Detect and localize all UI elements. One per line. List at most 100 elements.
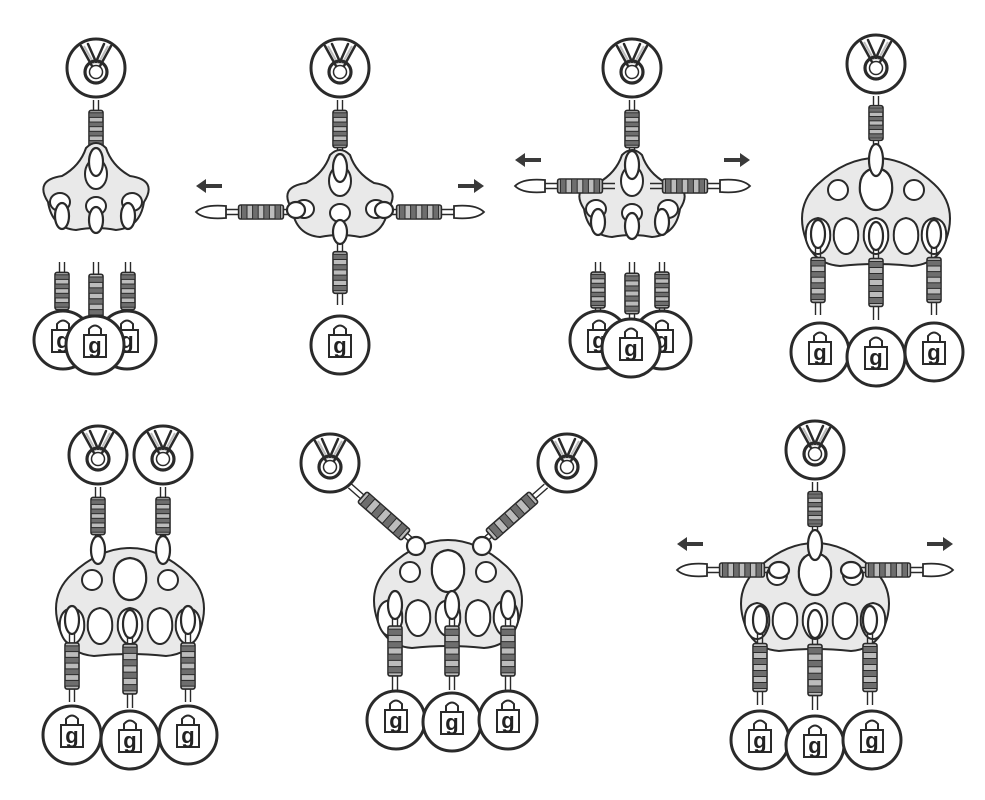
sling-connector bbox=[384, 204, 454, 220]
weight-icon: g bbox=[421, 691, 483, 753]
arrow-left-icon bbox=[196, 179, 222, 193]
carabiner-icon bbox=[179, 604, 197, 636]
sling-connector bbox=[807, 482, 823, 536]
sling-connector bbox=[752, 630, 768, 705]
large-rigging-plate bbox=[55, 546, 205, 658]
weight-label: g bbox=[65, 723, 78, 748]
sling-connector bbox=[155, 487, 171, 545]
weight-icon: g bbox=[845, 326, 907, 388]
carabiner-icon bbox=[443, 589, 461, 621]
sling-connector bbox=[180, 630, 196, 702]
sling-connector bbox=[226, 204, 296, 220]
weight-icon: g bbox=[784, 714, 846, 776]
side-pull-right bbox=[384, 179, 486, 220]
anchor-icon bbox=[65, 37, 127, 99]
arrow-left-icon bbox=[677, 537, 703, 551]
sling-connector bbox=[810, 245, 826, 315]
carabiner-icon bbox=[405, 535, 427, 557]
side-pull-right bbox=[650, 153, 752, 194]
carabiner-icon bbox=[867, 220, 885, 252]
weight-icon: g bbox=[41, 704, 103, 766]
sling-connector bbox=[545, 178, 615, 194]
carabiner-icon bbox=[471, 535, 493, 557]
anchor-icon bbox=[309, 37, 371, 99]
weight-label: g bbox=[869, 345, 882, 370]
sling-connector bbox=[853, 562, 923, 578]
weight-label: g bbox=[624, 336, 637, 361]
carabiner-icon bbox=[331, 152, 349, 184]
sling-connector bbox=[64, 630, 80, 702]
carabiner-icon bbox=[653, 207, 671, 237]
sling-connector bbox=[624, 100, 640, 158]
weight-icon: g bbox=[729, 709, 791, 771]
sling-connector bbox=[475, 483, 549, 549]
weight-icon: g bbox=[477, 689, 539, 751]
weight-label: g bbox=[88, 333, 101, 358]
anchor-icon bbox=[601, 37, 663, 99]
sling-connector bbox=[590, 262, 606, 318]
anchor-icon bbox=[784, 419, 846, 481]
carabiner-icon bbox=[87, 205, 105, 235]
sling-connector bbox=[868, 245, 884, 320]
weight-icon: g bbox=[903, 321, 965, 383]
carabiner-icon bbox=[154, 534, 172, 566]
weight-icon: g bbox=[309, 314, 371, 376]
carabiner-icon bbox=[119, 201, 137, 231]
carabiner-icon bbox=[331, 218, 349, 246]
side-pull-left bbox=[194, 179, 296, 220]
sling-connector bbox=[707, 562, 777, 578]
carabiner-icon bbox=[623, 149, 641, 181]
carabiner-icon bbox=[925, 218, 943, 250]
carabiner-icon bbox=[767, 560, 791, 580]
anchor-icon bbox=[299, 432, 361, 494]
carabiner-icon bbox=[386, 589, 404, 621]
carabiner-icon bbox=[839, 560, 863, 580]
weight-icon: g bbox=[789, 321, 851, 383]
weight-label: g bbox=[753, 728, 766, 753]
sling-connector bbox=[624, 262, 640, 325]
sling-connector bbox=[120, 262, 136, 320]
sling-connector bbox=[926, 245, 942, 315]
weight-icon: g bbox=[157, 704, 219, 766]
carabiner-icon bbox=[623, 211, 641, 241]
weight-label: g bbox=[501, 708, 514, 733]
sling-connector bbox=[862, 630, 878, 705]
carabiner-icon bbox=[809, 218, 827, 250]
weight-label: g bbox=[927, 340, 940, 365]
weight-icon: g bbox=[600, 317, 662, 379]
side-pull-left bbox=[513, 153, 615, 194]
sling-connector bbox=[868, 96, 884, 150]
arrow-right-icon bbox=[724, 153, 750, 167]
weight-label: g bbox=[181, 723, 194, 748]
sling-connector bbox=[122, 630, 138, 708]
weight-label: g bbox=[123, 728, 136, 753]
carabiner-icon bbox=[867, 142, 885, 178]
sling-connector bbox=[650, 178, 720, 194]
anchor-icon bbox=[536, 432, 598, 494]
weight-label: g bbox=[389, 708, 402, 733]
small-plate-single-weight-side-pull: g bbox=[194, 37, 486, 376]
weight-label: g bbox=[445, 710, 458, 735]
side-pull-right bbox=[853, 537, 955, 578]
sling-connector bbox=[332, 100, 348, 158]
anchor-icon bbox=[845, 33, 907, 95]
weight-icon: g bbox=[841, 709, 903, 771]
carabiner-icon bbox=[53, 201, 71, 231]
sling-connector bbox=[387, 612, 403, 690]
weight-icon: g bbox=[64, 314, 126, 376]
side-pull-left bbox=[675, 537, 777, 578]
carabiner-icon bbox=[121, 608, 139, 640]
sling-connector bbox=[88, 262, 104, 330]
sling-connector bbox=[654, 262, 670, 318]
carabiner-icon bbox=[806, 608, 824, 640]
sling-connector bbox=[444, 612, 460, 690]
weight-label: g bbox=[808, 733, 821, 758]
carabiner-icon bbox=[87, 146, 105, 178]
